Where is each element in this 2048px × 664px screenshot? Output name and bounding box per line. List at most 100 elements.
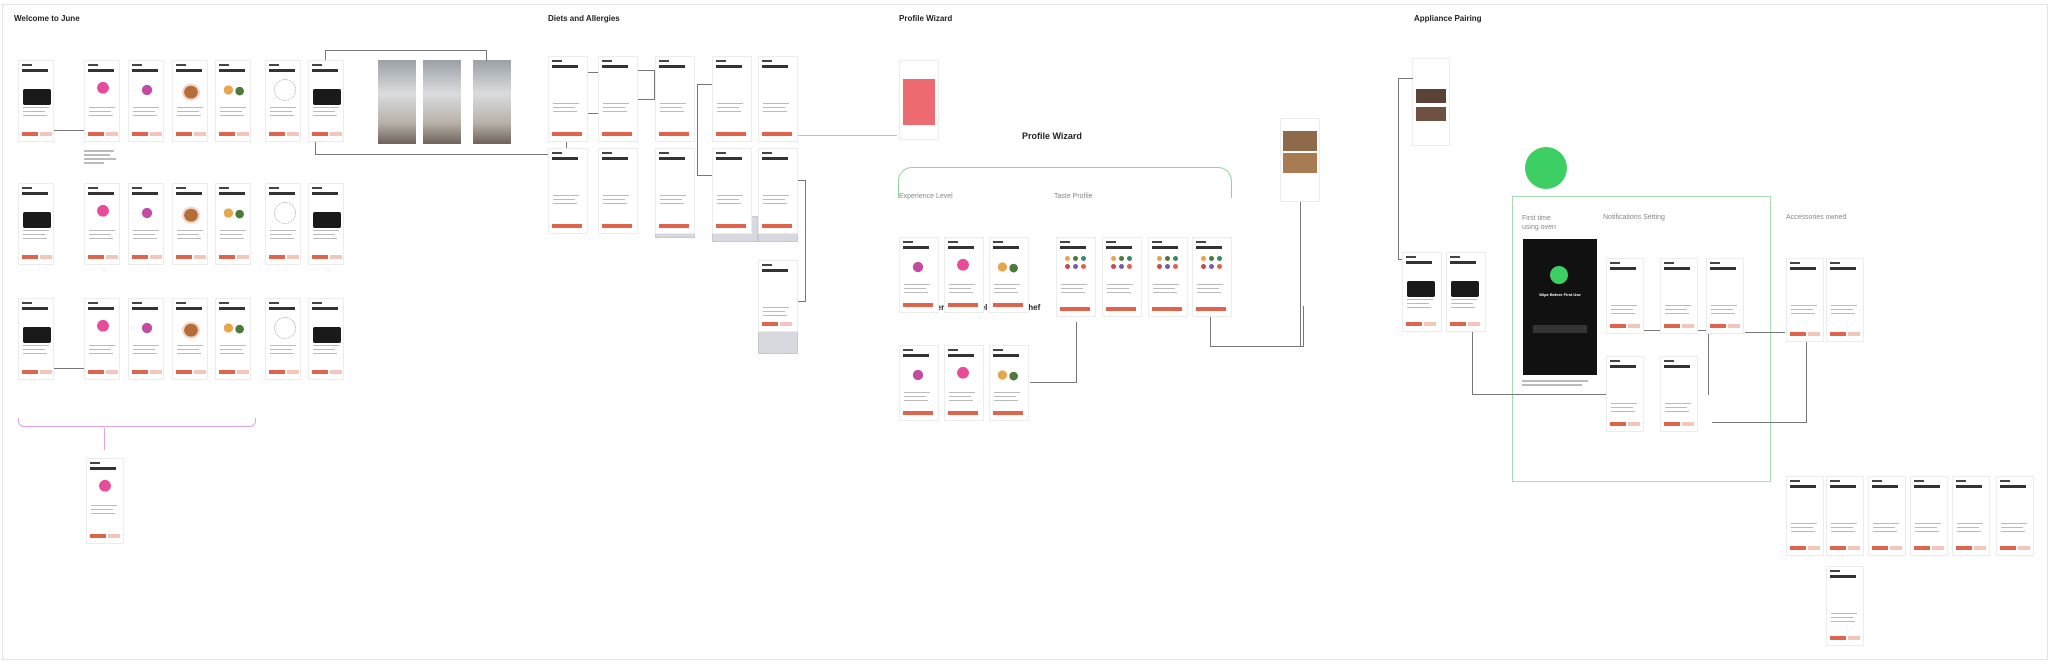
taste-chip-dot xyxy=(1119,256,1124,261)
diet-screen[interactable] xyxy=(655,148,695,234)
pairing-screen[interactable] xyxy=(1446,252,1486,332)
accessory-screen[interactable] xyxy=(1826,258,1864,342)
diet-screen[interactable] xyxy=(598,56,638,142)
connector xyxy=(697,84,712,176)
taste-screen[interactable] xyxy=(1102,237,1142,317)
recipe-feed-screen[interactable] xyxy=(1280,118,1320,202)
taste-screen[interactable] xyxy=(1192,237,1232,317)
connector xyxy=(1712,330,1807,423)
accessory-option-screen[interactable] xyxy=(1826,566,1864,646)
welcome-screen[interactable] xyxy=(84,298,120,380)
taste-screen[interactable] xyxy=(1148,237,1188,317)
taste-chip-dot xyxy=(1217,256,1222,261)
taste-chip-dot xyxy=(1201,264,1206,269)
accessory-option-screen[interactable] xyxy=(1826,476,1864,556)
welcome-screen[interactable] xyxy=(215,60,251,142)
diet-screen[interactable] xyxy=(712,56,752,142)
welcome-screen[interactable] xyxy=(172,298,208,380)
welcome-screen[interactable] xyxy=(215,298,251,380)
accessory-option-screen[interactable] xyxy=(1952,476,1990,556)
welcome-screen[interactable] xyxy=(18,183,54,265)
diet-screen[interactable] xyxy=(758,260,798,332)
welcome-screen[interactable] xyxy=(215,183,251,265)
profile-intro-screen[interactable] xyxy=(899,60,939,140)
welcome-screen[interactable] xyxy=(84,60,120,142)
welcome-screen[interactable] xyxy=(265,60,301,142)
first-time-label: First time using oven xyxy=(1522,214,1556,232)
experience-screen[interactable] xyxy=(944,345,984,421)
notification-screen[interactable] xyxy=(1660,258,1698,334)
diet-screen[interactable] xyxy=(758,148,798,234)
taste-profile-label: Taste Profile xyxy=(1054,193,1093,200)
taste-chip-dot xyxy=(1209,256,1214,261)
diet-screen[interactable] xyxy=(712,148,752,234)
welcome-screen[interactable] xyxy=(265,183,301,265)
accessory-option-screen[interactable] xyxy=(1910,476,1948,556)
section-title-diets: Diets and Allergies xyxy=(548,14,620,23)
keyboard-mock xyxy=(758,330,798,354)
connector xyxy=(1472,306,1621,395)
welcome-screen[interactable] xyxy=(172,60,208,142)
welcome-screen[interactable] xyxy=(308,183,344,265)
bracket-stem xyxy=(104,428,105,450)
taste-screen[interactable] xyxy=(1056,237,1096,317)
connector xyxy=(1300,184,1301,346)
experience-screen[interactable] xyxy=(989,345,1029,421)
diet-screen[interactable] xyxy=(548,148,588,234)
welcome-screen[interactable] xyxy=(128,60,164,142)
accessory-option-screen[interactable] xyxy=(1996,476,2034,556)
taste-chip-dot xyxy=(1165,256,1170,261)
taste-chip-dot xyxy=(1201,256,1206,261)
experience-screen[interactable] xyxy=(989,237,1029,313)
welcome-screen[interactable] xyxy=(18,298,54,380)
wipe-title: Wipe Before First Use xyxy=(1529,292,1591,297)
connector xyxy=(636,70,655,100)
taste-chip-dot xyxy=(1081,264,1086,269)
experience-screen[interactable] xyxy=(899,237,939,313)
connector xyxy=(315,140,567,155)
taste-chip-dot xyxy=(1111,256,1116,261)
taste-chip-dot xyxy=(1173,264,1178,269)
taste-chip-dot xyxy=(1081,256,1086,261)
notifications-setting-label: Notifications Setting xyxy=(1603,214,1665,221)
taste-chip-dot xyxy=(1073,264,1078,269)
kitchen-photo-3 xyxy=(473,60,511,144)
kitchen-photo-1 xyxy=(378,60,416,144)
kitchen-photo-2 xyxy=(423,60,461,144)
connector xyxy=(797,180,806,302)
welcome-screen[interactable] xyxy=(18,60,54,142)
accessory-option-screen[interactable] xyxy=(1786,476,1824,556)
taste-chip-dot xyxy=(1127,256,1132,261)
connector xyxy=(1398,78,1413,260)
pairing-screen-top[interactable] xyxy=(1412,58,1450,146)
pairing-screen[interactable] xyxy=(1402,252,1442,332)
diet-screen[interactable] xyxy=(598,148,638,234)
experience-level-label: Experience Level xyxy=(899,193,953,200)
experience-screen[interactable] xyxy=(944,237,984,313)
welcome-screen[interactable] xyxy=(265,298,301,380)
diet-screen[interactable] xyxy=(655,56,695,142)
welcome-screen[interactable] xyxy=(128,183,164,265)
welcome-screen-variant[interactable] xyxy=(86,458,124,544)
diet-screen[interactable] xyxy=(758,56,798,142)
notification-screen[interactable] xyxy=(1606,258,1644,334)
welcome-screen[interactable] xyxy=(84,183,120,265)
notification-screen[interactable] xyxy=(1660,356,1698,432)
notification-screen[interactable] xyxy=(1706,258,1744,334)
welcome-screen[interactable] xyxy=(308,298,344,380)
diet-screen[interactable] xyxy=(548,56,588,142)
taste-chip-dot xyxy=(1165,264,1170,269)
welcome-screen[interactable] xyxy=(308,60,344,142)
connector xyxy=(325,50,487,61)
notification-screen[interactable] xyxy=(1606,356,1644,432)
group-bracket xyxy=(18,418,256,427)
accessory-option-screen[interactable] xyxy=(1868,476,1906,556)
welcome-screen[interactable] xyxy=(128,298,164,380)
accessory-screen[interactable] xyxy=(1786,258,1824,342)
profile-wizard-heading: Profile Wizard xyxy=(1022,131,1082,141)
taste-chip-dot xyxy=(1209,264,1214,269)
taste-chip-dot xyxy=(1065,256,1070,261)
welcome-screen[interactable] xyxy=(172,183,208,265)
taste-chip-dot xyxy=(1065,264,1070,269)
experience-screen[interactable] xyxy=(899,345,939,421)
